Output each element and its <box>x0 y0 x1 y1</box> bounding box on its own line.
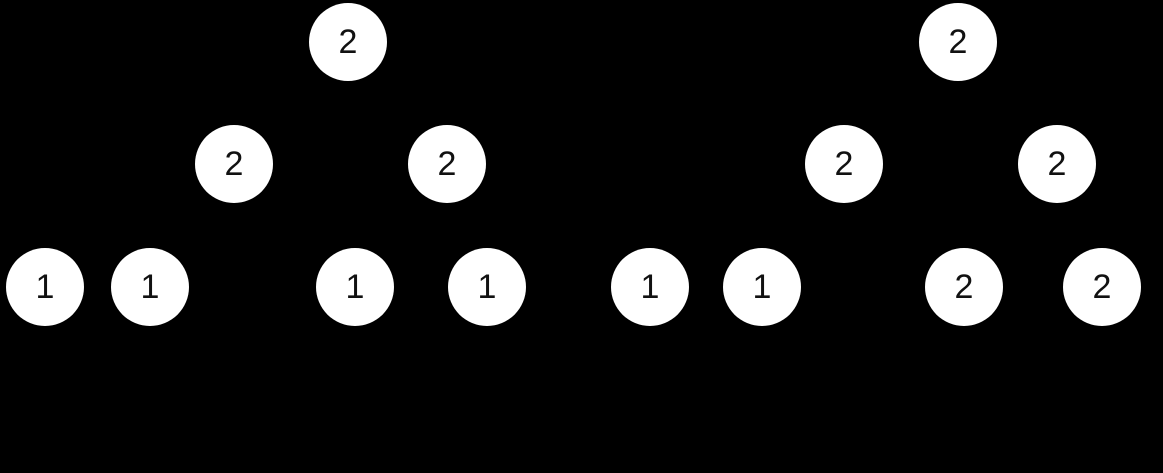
graph-node[interactable]: 2 <box>408 125 486 203</box>
graph-node[interactable]: 2 <box>919 3 997 81</box>
graph-node[interactable]: 2 <box>1063 248 1141 326</box>
graph-node-label: 1 <box>752 268 772 306</box>
graph-node[interactable]: 2 <box>309 3 387 81</box>
graph-node-label: 2 <box>834 145 854 183</box>
graph-node-label: 2 <box>1047 145 1067 183</box>
graph-node-label: 1 <box>35 268 55 306</box>
graph-node[interactable]: 1 <box>6 248 84 326</box>
graph-node[interactable]: 2 <box>925 248 1003 326</box>
graph-node-label: 1 <box>345 268 365 306</box>
graph-node[interactable]: 1 <box>316 248 394 326</box>
graph-node[interactable]: 2 <box>195 125 273 203</box>
graph-node[interactable]: 2 <box>805 125 883 203</box>
graph-node-label: 2 <box>224 145 244 183</box>
graph-node[interactable]: 1 <box>611 248 689 326</box>
graph-node-label: 1 <box>140 268 160 306</box>
graph-node-label: 2 <box>954 268 974 306</box>
graph-node[interactable]: 1 <box>723 248 801 326</box>
graph-node-label: 1 <box>477 268 497 306</box>
graph-node-label: 1 <box>640 268 660 306</box>
graph-node[interactable]: 2 <box>1018 125 1096 203</box>
graph-node[interactable]: 1 <box>111 248 189 326</box>
graph-node-label: 2 <box>338 23 358 61</box>
graph-node-label: 2 <box>1092 268 1112 306</box>
graph-node[interactable]: 1 <box>448 248 526 326</box>
graph-node-label: 2 <box>437 145 457 183</box>
graph-node-label: 2 <box>948 23 968 61</box>
